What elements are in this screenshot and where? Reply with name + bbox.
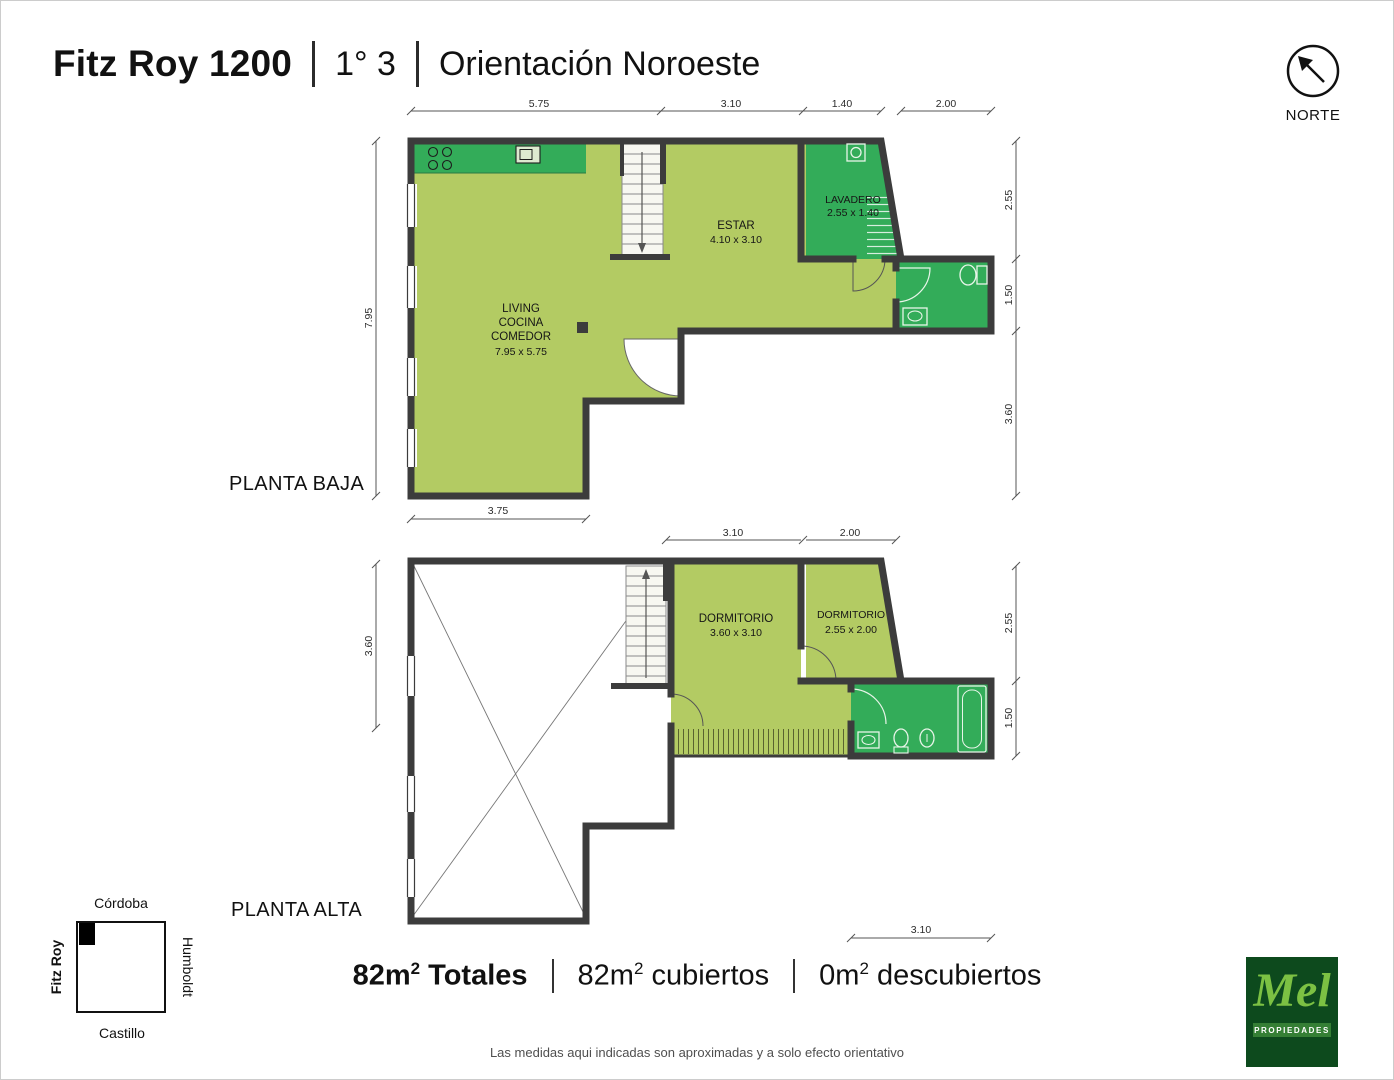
total-area: 82m2 Totales	[352, 959, 528, 992]
unit-number: 1° 3	[335, 44, 396, 83]
pb-dim-left: 7.95	[363, 308, 375, 329]
brand-logo: Mel PROPIEDADES	[1246, 957, 1338, 1067]
living-room-label: LIVING	[502, 303, 540, 315]
washer-icon	[846, 143, 866, 162]
planta-baja-label: PLANTA BAJA	[229, 473, 365, 495]
dormitorio-2-size: 2.55 x 2.00	[825, 624, 877, 636]
pa-room-labels: DORMITORIO 3.60 x 3.10 DORMITORIO 2.55 x…	[699, 609, 885, 639]
planta-baja-plan: 5.75 3.10 1.40 2.00 7.95 2.55 1.50 3.60 …	[363, 98, 1021, 524]
toilet-icon	[976, 265, 988, 285]
bidet-icon	[919, 728, 935, 748]
dormitorio-1-size: 3.60 x 3.10	[710, 627, 762, 639]
bath-sink-icon	[902, 307, 928, 326]
logo-brand-text: Mel	[1253, 963, 1331, 1017]
pa-doors	[670, 645, 887, 727]
pb-dim-right-1: 2.55	[1003, 190, 1015, 211]
pb-doors	[623, 258, 931, 397]
orientation-text: Orientación Noroeste	[438, 44, 761, 83]
map-location-marker	[79, 923, 95, 945]
pa-dim-top-1: 3.10	[723, 527, 744, 539]
logo-subtitle: PROPIEDADES	[1253, 1023, 1331, 1037]
planta-alta-label: PLANTA ALTA	[231, 899, 363, 921]
header-divider	[415, 41, 419, 87]
pb-dim-right-2: 1.50	[1003, 285, 1015, 306]
pb-windows	[405, 184, 417, 467]
pb-dim-top-4: 2.00	[936, 98, 957, 110]
map-street-castillo: Castillo	[99, 1025, 145, 1041]
pb-dim-bottom: 3.75	[488, 505, 509, 517]
pb-dim-top-1: 5.75	[529, 98, 550, 110]
pa-staircase	[625, 565, 667, 687]
lavadero-size: 2.55 x 1.40	[827, 207, 879, 219]
pb-walls	[407, 137, 995, 500]
totals-divider	[551, 959, 554, 993]
dormitorio-2-label: DORMITORIO	[817, 609, 885, 621]
pa-dim-top-2: 2.00	[840, 527, 861, 539]
stove-icon	[427, 146, 439, 158]
location-map: Córdoba Fitz Roy Humboldt Castillo	[41, 895, 251, 1055]
north-indicator: NORTE	[1284, 43, 1342, 124]
estar-label: ESTAR	[717, 220, 755, 232]
pa-dim-left: 3.60	[363, 636, 375, 657]
pa-floor-fills	[671, 561, 991, 756]
bath-sink-icon	[857, 731, 880, 749]
pa-fixtures	[857, 685, 987, 754]
pa-void-cross	[412, 563, 668, 919]
planta-alta-plan: 3.10 2.00 3.60 2.55 1.50 3.10 DORMITORIO…	[363, 527, 1021, 943]
header-divider	[312, 41, 316, 87]
header: Fitz Roy 1200 1° 3 Orientación Noroeste	[53, 41, 760, 87]
pb-dim-top-3: 1.40	[832, 98, 853, 110]
bathtub-icon	[957, 685, 987, 753]
living-room-label: COCINA	[499, 317, 544, 329]
estar-size: 4.10 x 3.10	[710, 234, 762, 246]
pa-dimensions: 3.10 2.00 3.60 2.55 1.50 3.10	[363, 527, 1021, 943]
totals-divider	[793, 959, 796, 993]
pa-dim-right-2: 1.50	[1003, 708, 1015, 729]
pa-dim-right-1: 2.55	[1003, 613, 1015, 634]
pa-windows	[405, 656, 417, 897]
map-street-cordoba: Córdoba	[94, 895, 148, 911]
pa-walls	[407, 557, 995, 925]
living-room-size: 7.95 x 5.75	[495, 346, 547, 358]
dormitorio-1-label: DORMITORIO	[699, 613, 774, 625]
north-arrow-icon	[1286, 44, 1340, 98]
covered-area: 82m2 cubiertos	[577, 959, 770, 992]
lavadero-label: LAVADERO	[825, 194, 881, 206]
totals-bar: 82m2 Totales 82m2 cubiertos 0m2 descubie…	[1, 959, 1393, 993]
pb-staircase	[621, 143, 664, 258]
pb-room-labels: LIVING COCINA COMEDOR 7.95 x 5.75 ESTAR …	[491, 194, 881, 358]
uncovered-area: 0m2 descubiertos	[819, 959, 1042, 992]
page-title: Fitz Roy 1200	[53, 43, 293, 84]
kitchen-sink-icon	[515, 145, 541, 164]
pb-fixtures	[427, 143, 988, 326]
pa-dim-bottom: 3.10	[911, 924, 932, 936]
disclaimer-text: Las medidas aqui indicadas son aproximad…	[489, 1045, 905, 1060]
north-label: NORTE	[1285, 107, 1341, 124]
pb-dim-right-3: 3.60	[1003, 404, 1015, 425]
living-room-label: COMEDOR	[491, 331, 551, 343]
pb-dim-top-2: 3.10	[721, 98, 742, 110]
pb-dimensions: 5.75 3.10 1.40 2.00 7.95 2.55 1.50 3.60 …	[363, 98, 1021, 524]
